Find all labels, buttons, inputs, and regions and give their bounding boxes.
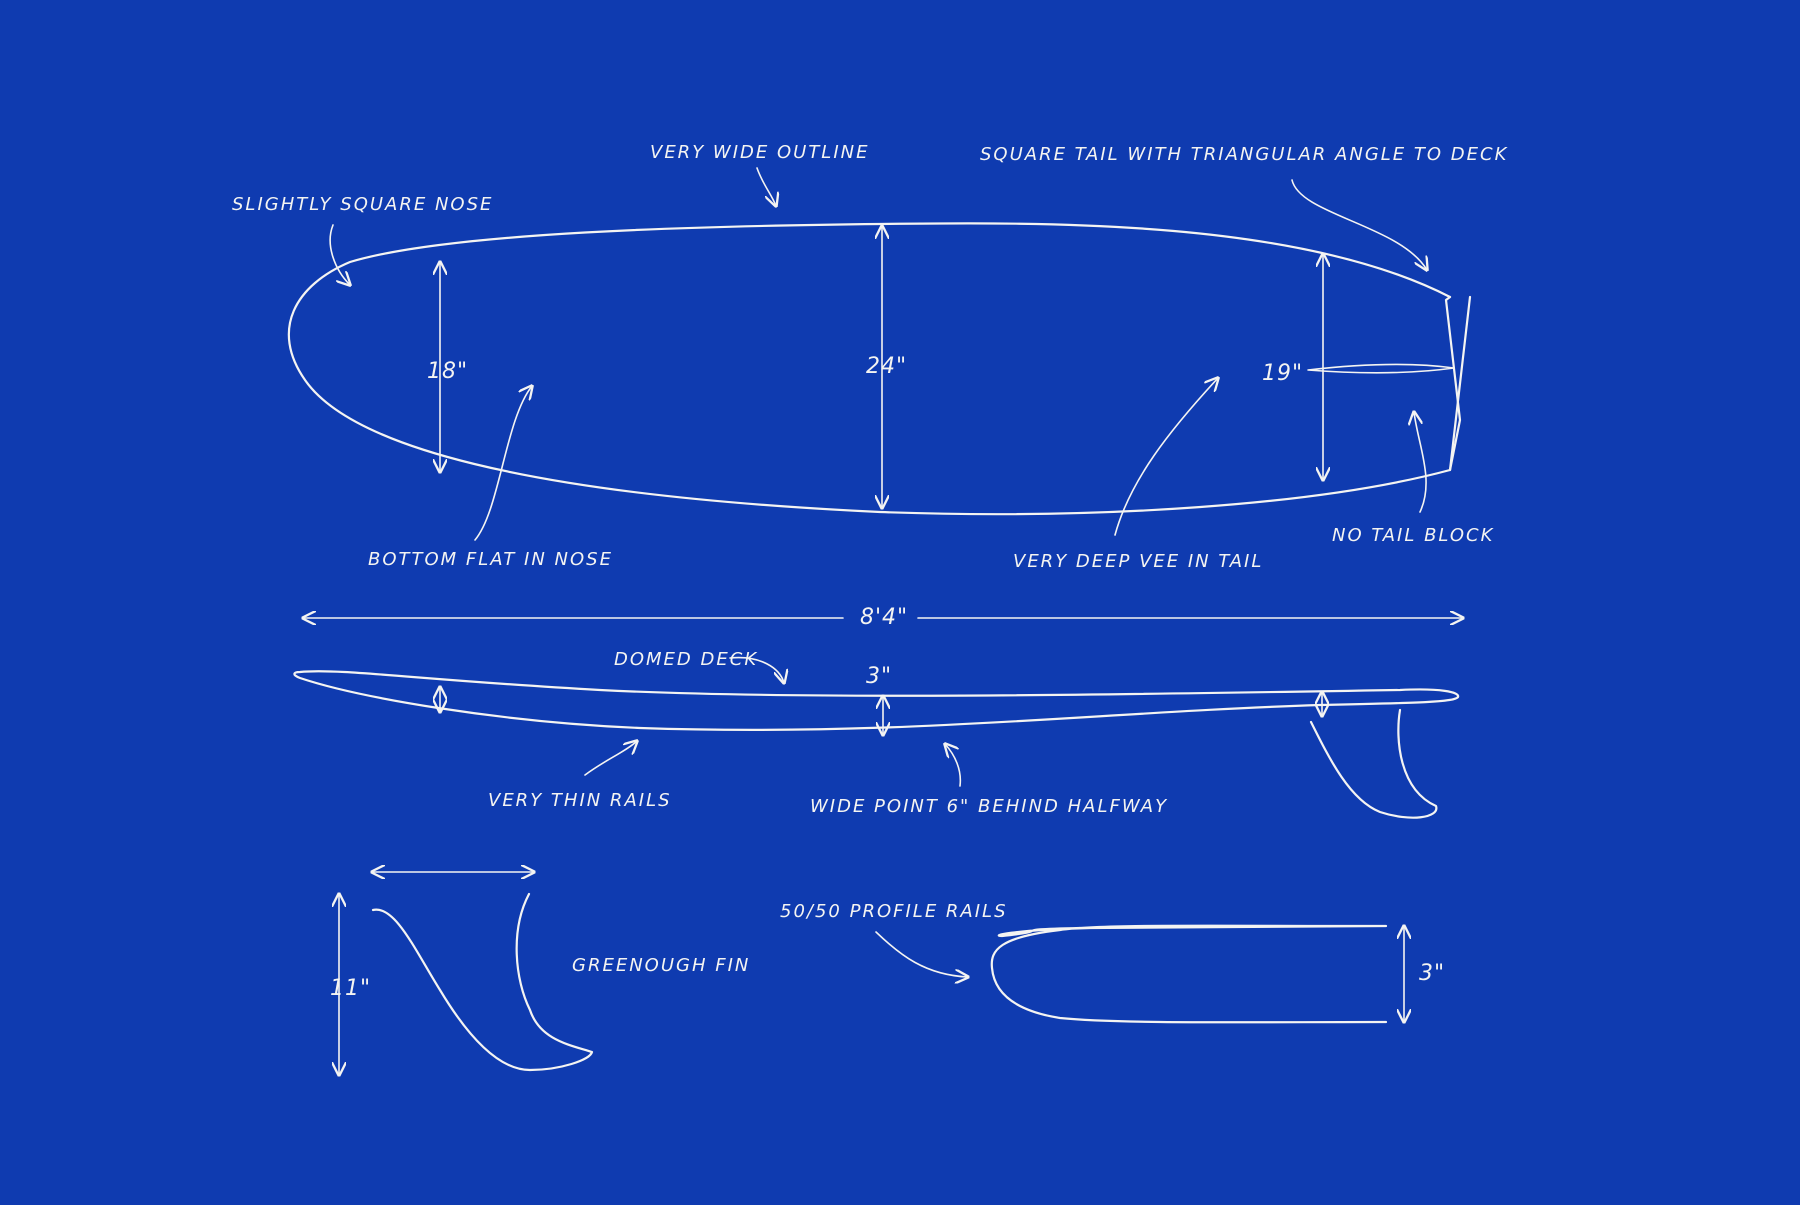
rail-profile-outline xyxy=(990,924,1388,1024)
annotation-no-tail-block: NO TAIL BLOCK xyxy=(1332,525,1494,546)
annotation-very-thin-rails: VERY THIN RAILS xyxy=(488,790,672,811)
pointer-wide-point xyxy=(945,744,962,787)
rail-thickness-label: 3" xyxy=(1419,961,1445,986)
length-label: 8'4" xyxy=(860,605,908,630)
annotation-very-wide-outline: VERY WIDE OUTLINE xyxy=(650,142,869,163)
pointer-square-tail xyxy=(1291,179,1427,270)
annotation-profile-rails: 50/50 PROFILE RAILS xyxy=(780,901,1008,922)
pointer-very-deep-vee-in-tail xyxy=(1114,378,1218,536)
pointer-very-thin-rails xyxy=(584,741,637,776)
thickness-label: 3" xyxy=(866,664,892,689)
fin-side-view xyxy=(1309,708,1438,819)
annotation-square-tail: SQUARE TAIL WITH TRIANGULAR ANGLE TO DEC… xyxy=(980,144,1508,165)
pointer-bottom-flat-in-nose xyxy=(474,386,532,541)
annotation-greenough-fin: GREENOUGH FIN xyxy=(572,955,750,976)
annotation-domed-deck: DOMED DECK xyxy=(614,649,758,670)
fin-box-top-view xyxy=(1307,363,1455,374)
center-width-label: 24" xyxy=(866,354,907,379)
fin-height-label: 11" xyxy=(330,976,371,1001)
pointer-very-wide-outline xyxy=(756,167,776,206)
pointer-slightly-square-nose xyxy=(329,224,350,285)
pointer-profile-rails xyxy=(875,931,968,977)
pointer-domed-deck xyxy=(729,656,784,683)
annotation-very-deep-vee-in-tail: VERY DEEP VEE IN TAIL xyxy=(1013,551,1263,572)
annotation-wide-point: WIDE POINT 6" BEHIND HALFWAY xyxy=(810,796,1168,817)
nose-width-label: 18" xyxy=(427,359,468,384)
tail-width-label: 19" xyxy=(1262,361,1303,386)
board-profile-side-view xyxy=(293,670,1460,732)
square-tail-edge xyxy=(1444,295,1462,472)
annotation-bottom-flat-in-nose: BOTTOM FLAT IN NOSE xyxy=(368,549,613,570)
board-outline-top-view xyxy=(287,222,1472,516)
greenough-fin-outline xyxy=(371,892,594,1072)
annotation-slightly-square-nose: SLIGHTLY SQUARE NOSE xyxy=(232,194,493,215)
pointer-no-tail-block xyxy=(1414,412,1427,513)
